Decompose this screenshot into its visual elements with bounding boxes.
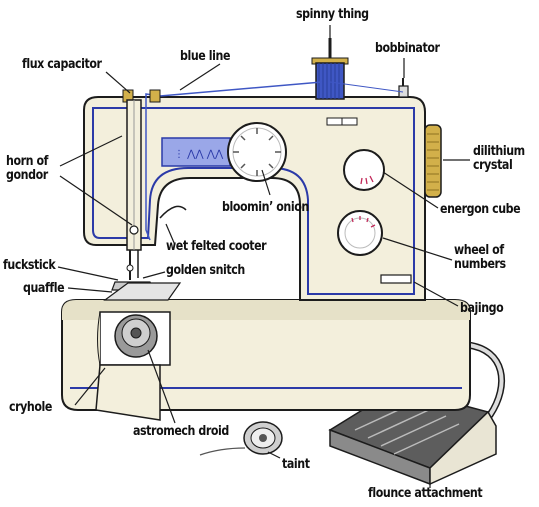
label-bajingo: bajingo bbox=[460, 301, 504, 316]
label-wheel-of-numbers-line2: numbers bbox=[454, 257, 506, 272]
astromech-droid-bobbin-case bbox=[114, 314, 158, 358]
thread-spool bbox=[311, 38, 349, 100]
label-quaffle: quaffle bbox=[23, 281, 65, 296]
label-dilithium-crystal-line2: crystal bbox=[473, 158, 513, 173]
label-wheel-of-numbers: wheel of numbers bbox=[454, 244, 506, 272]
label-wet-felted-cooter: wet felted cooter bbox=[166, 239, 267, 254]
label-bobbinator: bobbinator bbox=[375, 41, 440, 56]
label-dilithium-crystal: dilithium crystal bbox=[473, 145, 525, 173]
label-flux-capacitor: flux capacitor bbox=[22, 57, 102, 72]
label-blue-line: blue line bbox=[180, 49, 231, 64]
label-dilithium-crystal-line1: dilithium bbox=[473, 144, 525, 159]
label-taint: taint bbox=[282, 457, 310, 472]
label-horn-of-gondor-line2: gondor bbox=[6, 168, 48, 183]
taint-bobbin bbox=[199, 421, 283, 456]
needle-plate bbox=[103, 282, 182, 301]
svg-text:⋮ ⋀⋀ ⋀⋀: ⋮ ⋀⋀ ⋀⋀ bbox=[174, 149, 224, 160]
needle-bar bbox=[126, 99, 187, 251]
label-cryhole: cryhole bbox=[9, 400, 52, 415]
leader-lines bbox=[57, 25, 470, 488]
label-energon-cube: energon cube bbox=[440, 202, 521, 217]
label-golden-snitch: golden snitch bbox=[166, 263, 245, 278]
bobbin-winder bbox=[398, 78, 409, 98]
label-bloomin-onion: bloomin’ onion bbox=[222, 200, 309, 215]
label-wheel-of-numbers-line1: wheel of bbox=[454, 243, 504, 258]
bloomin-onion-dial bbox=[227, 122, 287, 182]
energon-cube-dial bbox=[343, 149, 385, 191]
stitch-display: ⋮ ⋀⋀ ⋀⋀ bbox=[161, 137, 231, 167]
label-flounce-attachment: flounce attachment bbox=[368, 486, 483, 501]
bajingo-switch bbox=[380, 274, 412, 284]
label-astromech-droid: astromech droid bbox=[133, 424, 229, 439]
dilithium-crystal-handwheel bbox=[424, 124, 442, 198]
thread-path bbox=[145, 81, 323, 241]
label-horn-of-gondor-line1: horn of bbox=[6, 154, 49, 169]
label-fuckstick: fuckstick bbox=[3, 258, 56, 273]
label-horn-of-gondor: horn of gondor bbox=[6, 155, 48, 183]
wheel-of-numbers-dial bbox=[337, 210, 383, 256]
label-spinny-thing: spinny thing bbox=[296, 7, 369, 22]
